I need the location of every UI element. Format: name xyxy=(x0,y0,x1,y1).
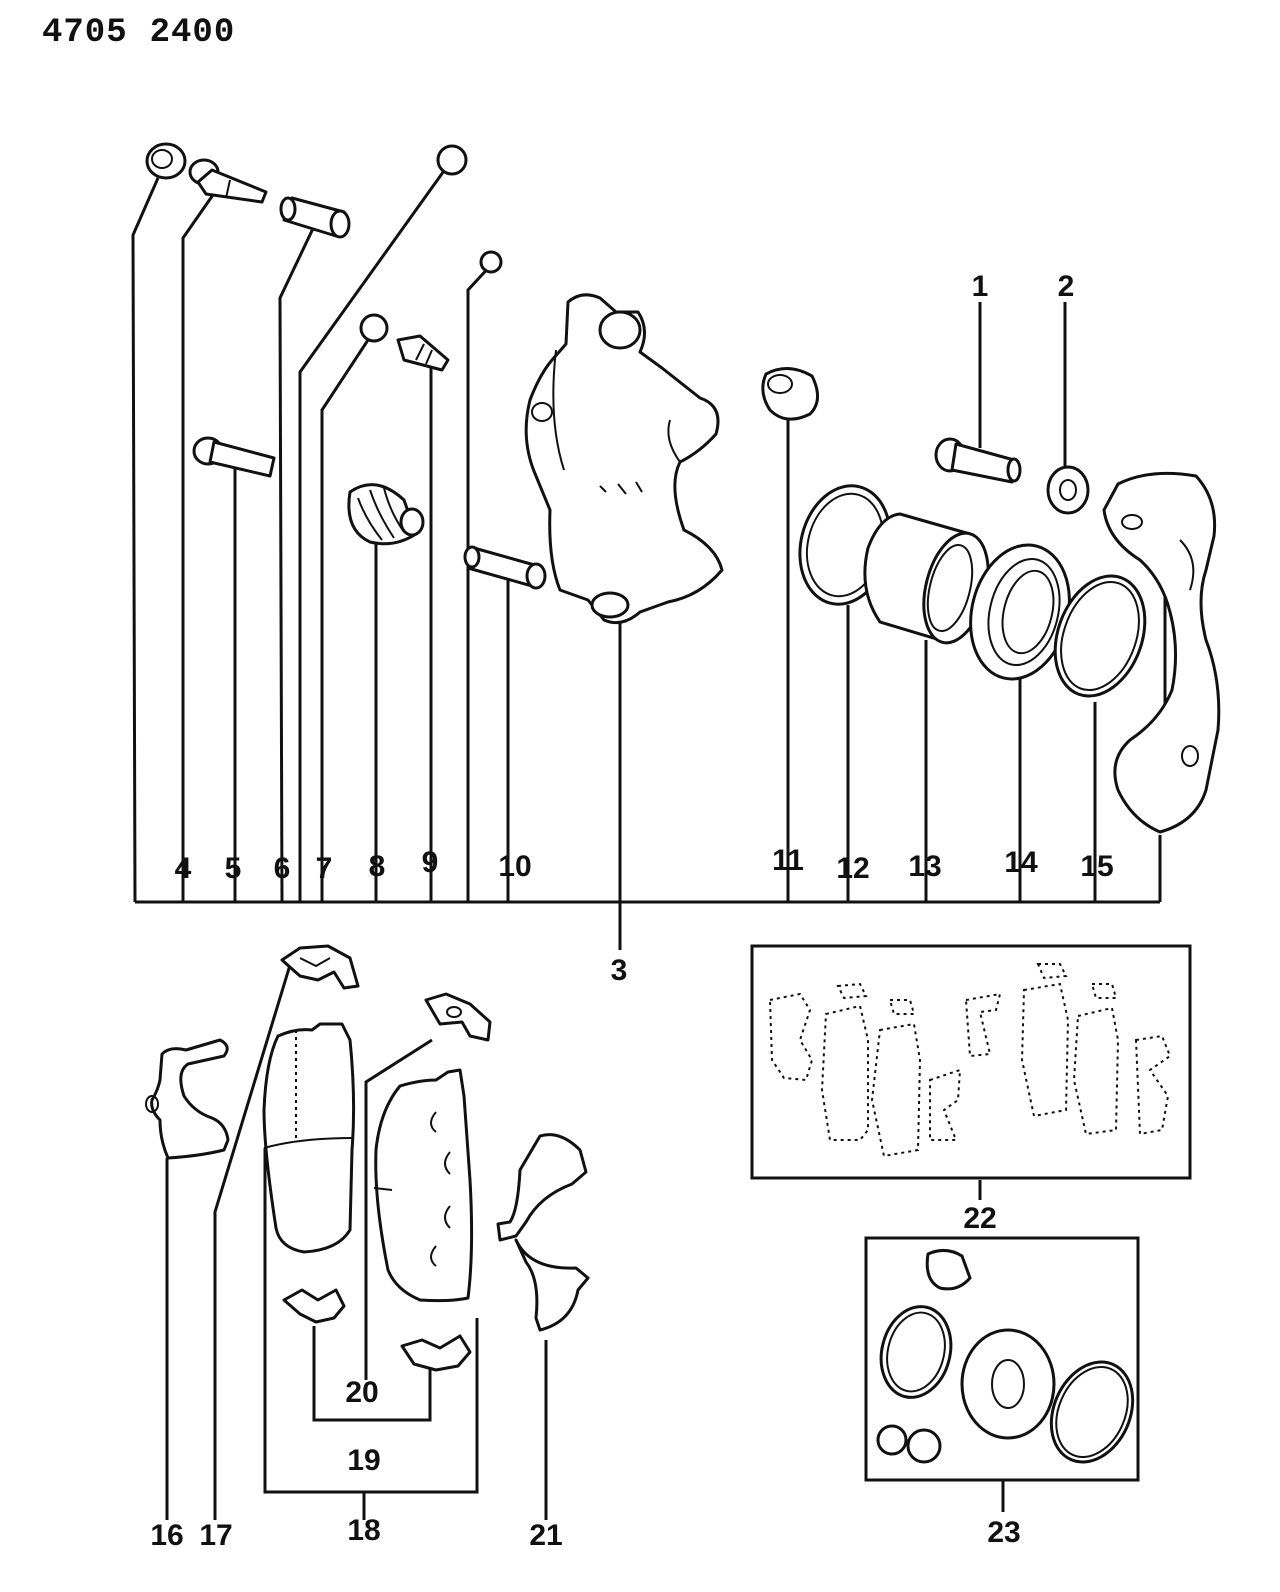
callout-15: 15 xyxy=(1080,850,1113,883)
part-10-sleeve xyxy=(463,545,547,590)
callout-19: 19 xyxy=(347,1444,380,1477)
part-18-pad-inner xyxy=(262,1022,356,1254)
upper-leader-lines xyxy=(131,167,1167,950)
part-3-caliper-body xyxy=(524,293,724,625)
kit-22-pad-set xyxy=(750,944,1192,1180)
lower-leader-lines xyxy=(165,964,1005,1520)
part-19-clip-right xyxy=(400,1334,472,1372)
callout-20: 20 xyxy=(345,1376,378,1409)
callout-18: 18 xyxy=(347,1514,380,1547)
part-18-pad-outer xyxy=(373,1068,474,1303)
part-9-bleeder-screw xyxy=(396,334,450,372)
part-17-clip xyxy=(280,944,360,990)
callout-11: 11 xyxy=(772,844,804,877)
part-8-boot xyxy=(347,483,425,546)
part-support-bracket xyxy=(1102,471,1221,834)
callout-23: 23 xyxy=(987,1516,1020,1549)
diagram-header: 4705 2400 xyxy=(42,14,235,52)
callout-8: 8 xyxy=(369,850,386,883)
callout-22: 22 xyxy=(963,1202,996,1235)
part-11-boot-cap xyxy=(761,367,819,421)
callout-14: 14 xyxy=(1004,846,1038,879)
part-cap-8a xyxy=(359,313,389,343)
callout-7: 7 xyxy=(316,852,333,885)
part-4-cap xyxy=(145,142,187,180)
part-7-cap-small xyxy=(436,144,468,176)
callout-9: 9 xyxy=(422,846,439,879)
part-bleeder-cap xyxy=(479,250,503,274)
callout-5: 5 xyxy=(225,852,242,885)
callout-21: 21 xyxy=(529,1519,562,1552)
part-5-bolt-lower xyxy=(192,436,276,478)
callout-13: 13 xyxy=(908,850,941,883)
upper-callout-labels: 1 2 4 5 6 7 8 9 10 3 11 12 13 14 15 xyxy=(175,270,1114,987)
part-16-anti-squeal-shim xyxy=(145,1038,230,1160)
part-19-clip-left xyxy=(282,1288,346,1324)
part-15-retaining-ring xyxy=(1053,574,1147,698)
part-20-wear-indicator-clip xyxy=(424,992,492,1042)
kit-23-seal-kit xyxy=(864,1236,1140,1482)
lower-callout-labels: 20 19 16 17 18 21 xyxy=(150,1376,562,1552)
header-code-right: 2400 xyxy=(149,14,236,52)
part-2-washer xyxy=(1046,465,1090,515)
callout-16: 16 xyxy=(150,1519,183,1552)
part-1-guide-pin xyxy=(934,437,1022,484)
callout-3: 3 xyxy=(611,954,628,987)
callout-6: 6 xyxy=(274,852,291,885)
callout-2: 2 xyxy=(1058,270,1075,303)
part-6-sleeve xyxy=(279,196,351,239)
header-code-left: 4705 xyxy=(42,14,128,52)
part-21-shim-outer xyxy=(496,1133,590,1332)
callout-1: 1 xyxy=(972,270,989,303)
callout-12: 12 xyxy=(836,852,869,885)
callout-4: 4 xyxy=(175,852,192,885)
callout-17: 17 xyxy=(199,1519,232,1552)
part-5-bolt-upper xyxy=(188,158,268,204)
callout-10: 10 xyxy=(498,850,531,883)
